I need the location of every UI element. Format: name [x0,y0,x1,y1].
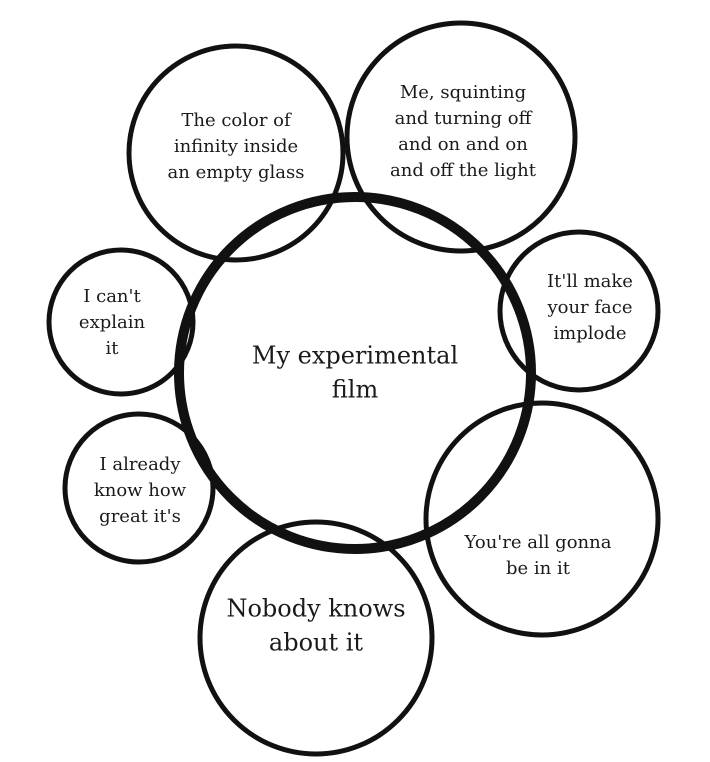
bubble-circle-squinting [344,20,578,254]
bubble-label-all-in-it: You're all gonna be in it [465,530,612,582]
bubble-line: and turning off [394,107,532,129]
bubble-circle-nobody-knows [197,519,435,757]
bubble-circle-color-of-infinity [126,43,346,263]
bubble-line: and on and on [398,134,528,155]
bubble-line: Nobody knows [226,594,406,623]
bubble-line: about it [268,628,364,656]
center-line: My experimental [251,341,459,370]
bubble-label-cant-explain: I can't explain it [79,284,145,362]
bubble-label-squinting: Me, squinting and turning off and on and… [390,80,536,184]
bubble-circle-face-implode [497,229,661,393]
bubble-line: be in it [506,558,570,579]
bubble-circle-already-know [62,411,216,565]
bubble-line: The color of [181,109,291,131]
center-label: My experimental film [252,339,458,406]
bubble-line: implode [553,323,627,345]
bubble-line: explain [78,311,146,333]
bubble-line: and off the light [390,160,536,182]
center-line: film [331,375,379,403]
bubble-line: an empty glass [167,162,305,184]
bubble-line: infinity inside [173,135,299,157]
bubble-line: it [105,338,119,360]
bubble-line: your face [547,296,633,318]
bubble-circle-all-in-it [423,400,661,638]
bubble-line: It'll make [547,270,633,292]
bubble-label-face-implode: It'll make your face implode [547,269,633,347]
bubble-line: You're all gonna [464,531,612,553]
bubble-label-color-of-infinity: The color of infinity inside an empty gl… [168,108,305,186]
bubble-circle-cant-explain [46,247,196,397]
bubble-line: I already [99,453,181,475]
bubble-line: Me, squinting [399,81,527,103]
bubble-line: great it's [99,506,181,528]
bubble-label-nobody-knows: Nobody knows about it [226,592,405,659]
center-circle [174,192,536,554]
bubble-label-already-know: I already know how great it's [94,452,186,530]
bubble-line: I can't [83,285,141,307]
bubble-line: know how [93,479,187,501]
